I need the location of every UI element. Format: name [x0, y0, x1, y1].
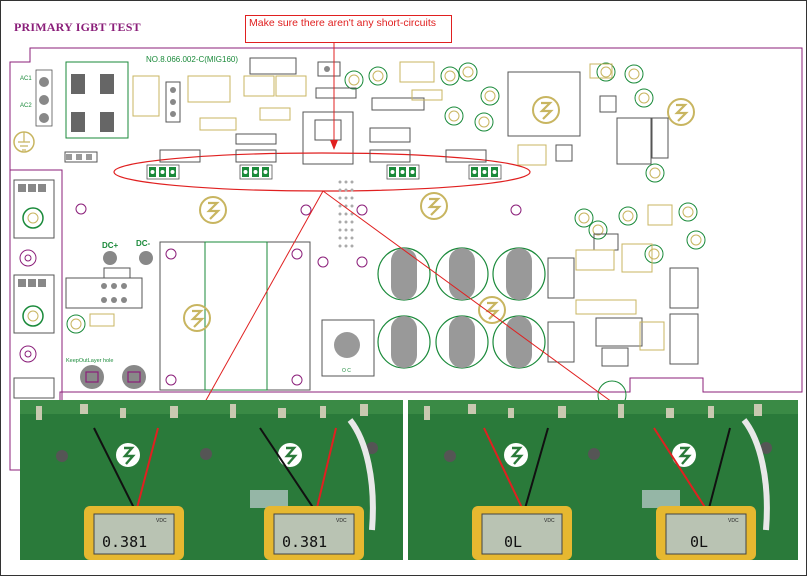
callout-text: Make sure there aren't any short-circuit…	[249, 17, 436, 29]
ac2-label: AC2	[20, 103, 32, 109]
top-left-transformer	[65, 61, 129, 139]
meter-left-1-reading: 0.381	[102, 533, 147, 551]
multimeter-right-1	[472, 506, 572, 560]
meter-left-2-unit: VDC	[336, 518, 347, 524]
meter-left-2-reading: 0.381	[282, 533, 327, 551]
meter-left-1-unit: VDC	[156, 518, 167, 524]
multimeter-right-2	[656, 506, 756, 560]
svg-text:O C: O C	[342, 368, 351, 374]
pcb-logo-icon	[672, 443, 696, 467]
multimeter-left-2	[264, 506, 364, 560]
main-transformer	[159, 241, 311, 391]
leader-line-right	[322, 190, 613, 403]
leader-line-left	[204, 190, 324, 403]
callout-arrowhead	[330, 140, 338, 150]
pcb-logo-icon	[116, 443, 140, 467]
meter-right-1-unit: VDC	[544, 518, 555, 524]
top-right-transformer	[507, 71, 581, 137]
figure-title: PRIMARY IGBT TEST	[14, 20, 141, 34]
meter-right-1-reading: 0L	[504, 533, 522, 551]
highlight-ellipse	[113, 152, 531, 192]
ac1-label: AC1	[20, 76, 32, 82]
multimeter-left-1	[84, 506, 184, 560]
callout-box: Make sure there aren't any short-circuit…	[245, 15, 452, 43]
dc-plus-label: DC+	[102, 241, 119, 250]
dc-minus-label: DC-	[136, 239, 151, 248]
keepout-label: KeepOutLayer hole	[66, 358, 113, 364]
pcb-logo-icon	[278, 443, 302, 467]
pcb-logo-icon	[504, 443, 528, 467]
meter-right-2-reading: 0L	[690, 533, 708, 551]
meter-right-2-unit: VDC	[728, 518, 739, 524]
photo-right-diode-test: VDC VDC 0L 0L	[408, 400, 798, 560]
photo-left-diode-test: VDC VDC 0.381 0.381	[20, 400, 403, 560]
part-number: NO.8.066.002-C(MIG160)	[146, 55, 238, 64]
